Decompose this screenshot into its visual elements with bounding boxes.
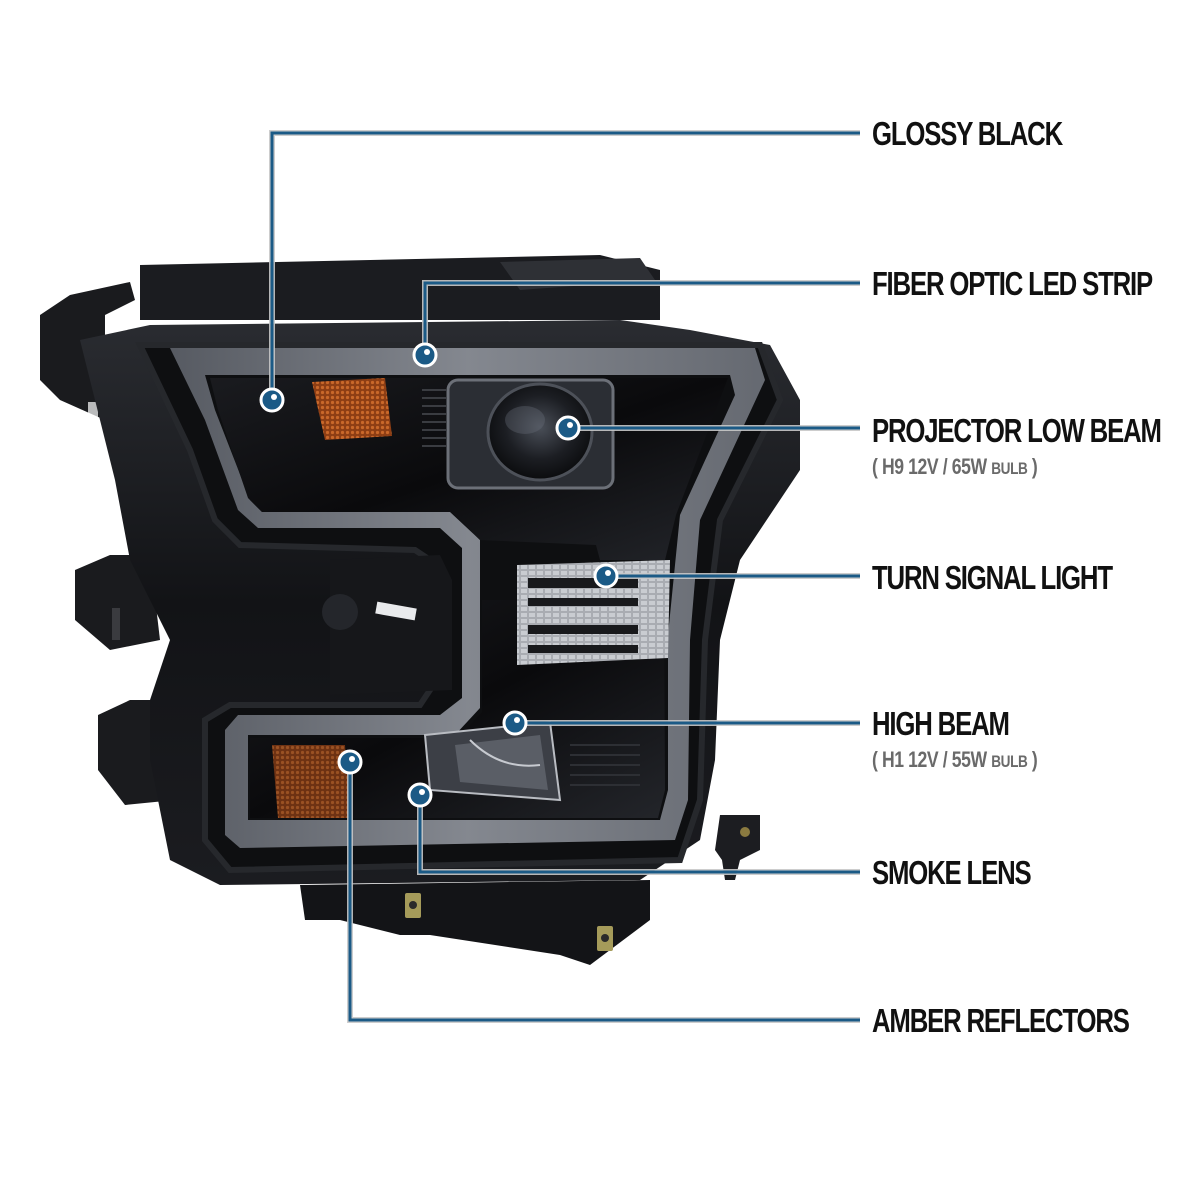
label-amber-reflectors: AMBER REFLECTORS <box>872 1002 1130 1039</box>
label-glossy-black: GLOSSY BLACK <box>872 115 1063 152</box>
sublabel-projector-bulb-spec: ( H9 12V / 65W BULB ) <box>872 454 1038 479</box>
high-beam-dot-icon <box>502 710 528 736</box>
label-projector-low-beam: PROJECTOR LOW BEAM <box>872 412 1162 449</box>
callout-dots <box>259 342 619 808</box>
paren-open: ( <box>872 454 878 479</box>
amber-reflector-lower <box>272 745 350 818</box>
projector-dot-icon <box>555 415 581 441</box>
paren-open: ( <box>872 747 878 772</box>
sublabel-high-beam-bulb-spec: ( H1 12V / 55W BULB ) <box>872 747 1038 772</box>
callout-lines <box>269 130 860 1023</box>
turn-signal-dot-icon <box>593 563 619 589</box>
label-high-beam: HIGH BEAM <box>872 705 1010 742</box>
glossy-black-dot-icon <box>259 387 285 413</box>
projector-lens <box>486 382 594 482</box>
paren-close: ) <box>1031 747 1038 772</box>
bulb-unit: BULB <box>991 459 1028 478</box>
label-fiber-optic-led-strip: FIBER OPTIC LED STRIP <box>872 265 1153 302</box>
smoke-lens-dot-icon <box>407 782 433 808</box>
label-smoke-lens: SMOKE LENS <box>872 854 1032 891</box>
fiber-optic-dot-icon <box>412 342 438 368</box>
bulb-unit: BULB <box>991 752 1028 771</box>
turn-signal-block <box>517 560 670 665</box>
bulb-spec: H9 12V / 65W <box>881 454 987 479</box>
bottom-bracket <box>300 880 650 965</box>
label-turn-signal-light: TURN SIGNAL LIGHT <box>872 559 1113 596</box>
paren-close: ) <box>1031 454 1038 479</box>
amber-reflectors-dot-icon <box>337 749 363 775</box>
high-beam-reflector <box>423 720 562 802</box>
bulb-spec: H1 12V / 55W <box>881 747 987 772</box>
amber-reflector-upper <box>312 378 392 440</box>
fiber-optic-led-strip <box>170 348 765 848</box>
